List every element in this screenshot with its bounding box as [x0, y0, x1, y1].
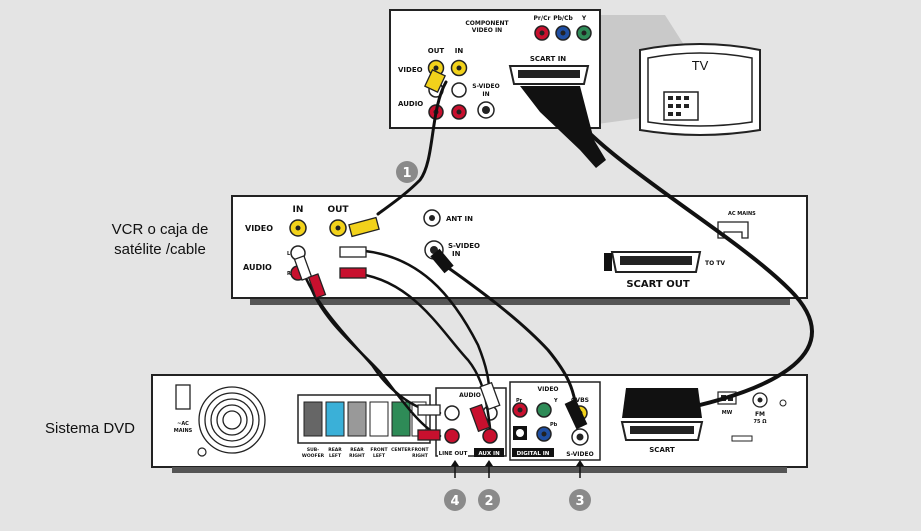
dvd-aux-in-label: AUX IN	[478, 451, 500, 457]
dvd-y-jack	[536, 402, 552, 418]
audio-cable-4-right	[308, 283, 442, 438]
svg-text:1: 1	[402, 166, 411, 181]
speaker-label-1-1: LEFT	[329, 453, 342, 459]
vcr-scart-label: SCART OUT	[626, 279, 689, 290]
dvd-ac-socket	[175, 384, 191, 410]
tv-video-label: VIDEO	[398, 66, 423, 74]
vcr-to-tv-label: TO TV	[705, 260, 725, 267]
vcr-svideo-label: S-VIDEO	[448, 242, 480, 250]
audio-cable-2-left	[346, 248, 492, 407]
vcr-video-label: VIDEO	[245, 224, 273, 233]
tv-scart-label: SCART IN	[530, 55, 566, 63]
tv-pb-label: Pb/Cb	[553, 15, 573, 22]
vcr-audio-in-r-plug	[307, 273, 327, 299]
speaker-label-5-0: FRONT	[411, 447, 429, 453]
dvd-fan-grill	[198, 386, 266, 454]
vcr-l-label: L	[287, 251, 291, 257]
vcr-audio-label: AUDIO	[243, 263, 272, 272]
speaker-label-0-0: SUB-	[307, 447, 319, 453]
dvd-digital-in-label: DIGITAL IN	[517, 451, 550, 457]
tv-svideo-label-2: IN	[482, 91, 489, 98]
dvd-y-label: Y	[553, 398, 558, 404]
dvd-audio-label: AUDIO	[459, 392, 481, 399]
vcr-svideo-label-2: IN	[452, 250, 461, 258]
dvd-aux-r-plug	[469, 403, 491, 433]
video-cable-1	[376, 80, 448, 216]
tv-component-label-2: VIDEO IN	[472, 27, 502, 34]
dvd-line-out-l-jack	[444, 405, 460, 421]
vcr-out-label: OUT	[327, 205, 349, 215]
speaker-labels: SUB-WOOFERREARLEFTREARRIGHTFRONTLEFTCENT…	[302, 447, 430, 459]
vcr-audio-out-l-plug	[339, 246, 367, 258]
dvd-pb-label: Pb	[550, 422, 558, 428]
vcr-svideo-plug	[430, 248, 454, 274]
dvd-line-out-r-jack	[444, 428, 460, 444]
dvd-fm-label-2: 75 Ω	[754, 419, 768, 425]
tv-in-label: IN	[455, 47, 464, 55]
dvd-aux-l-plug	[479, 381, 501, 411]
vcr-audio-in-l-plug	[293, 255, 313, 281]
vcr-video-plug	[348, 216, 380, 238]
svg-text:2: 2	[484, 494, 493, 509]
speaker-label-2-1: RIGHT	[349, 453, 366, 459]
dvd-pr-label: Pr	[516, 398, 523, 404]
tv-icon: TV	[639, 43, 761, 136]
vcr-in-label: IN	[293, 205, 304, 215]
vcr-caption-line1: VCR o caja de	[112, 221, 209, 238]
dvd-mw-label: MW	[722, 410, 733, 416]
dvd-scart-label: SCART	[649, 446, 675, 454]
tv-out-label: OUT	[428, 47, 445, 55]
dvd-svideo-label: S-VIDEO	[566, 451, 593, 458]
tv-y-label: Y	[581, 15, 587, 22]
speaker-label-3-1: LEFT	[373, 453, 386, 459]
tv-icon-label: TV	[692, 58, 709, 73]
tv-scart-plug	[520, 86, 606, 168]
dvd-ac-label: ~AC	[177, 421, 189, 427]
dvd-ac-label-2: MAINS	[174, 428, 193, 434]
svg-text:4: 4	[450, 494, 459, 509]
tv-svideo-label: S-VIDEO	[472, 83, 499, 90]
dvd-fm-label: FM	[755, 411, 765, 418]
dvd-video-label: VIDEO	[537, 386, 558, 393]
callout-3	[569, 489, 591, 511]
dvd-line-out-label: LINE OUT	[439, 451, 468, 457]
dvd-line-out-r-plug	[417, 429, 441, 441]
vcr-ant-label: ANT IN	[446, 215, 473, 223]
svideo-cable-3	[438, 260, 580, 427]
dvd-cvbs-label: CVBS	[571, 397, 589, 404]
vcr-box: VCR o caja de satélite /cable IN OUT VID…	[112, 195, 808, 305]
tv-component-label: COMPONENT	[465, 20, 509, 27]
dvd-svideo-plug	[564, 398, 588, 430]
tv-audio-label: AUDIO	[398, 100, 423, 108]
vcr-r-label: R	[287, 271, 291, 277]
vcr-ac-label: AC MAINS	[728, 211, 756, 217]
callouts: 1 4 2 3	[396, 161, 591, 511]
vcr-ac-socket	[717, 221, 749, 239]
dvd-caption: Sistema DVD	[45, 420, 135, 437]
scart-cable-tv-dvd	[558, 98, 814, 414]
vcr-caption-line2: satélite /cable	[114, 241, 206, 258]
speaker-label-3-0: FRONT	[370, 447, 388, 453]
vcr-feet-shadow	[250, 297, 790, 305]
vcr-frame	[231, 195, 808, 299]
plugs	[293, 69, 702, 441]
vcr-audio-out-r-plug	[339, 267, 367, 279]
speaker-label-5-1: RIGHT	[412, 453, 429, 459]
speaker-label-2-0: REAR	[350, 447, 364, 453]
svg-text:3: 3	[575, 494, 584, 509]
speaker-label-4-0: CENTER	[391, 447, 411, 453]
tv-audio-l-in-jack	[451, 82, 467, 98]
callout-2	[478, 489, 500, 511]
dvd-scart-plug	[622, 388, 702, 418]
speaker-label-1-0: REAR	[328, 447, 342, 453]
dvd-line-out-l-plug	[417, 404, 441, 416]
speaker-label-0-1: WOOFER	[302, 453, 325, 459]
callout-4	[444, 489, 466, 511]
callout-1	[396, 161, 418, 183]
dvd-aux-in-r-jack	[482, 428, 498, 444]
tv-pr-label: Pr/Cr	[534, 15, 551, 22]
